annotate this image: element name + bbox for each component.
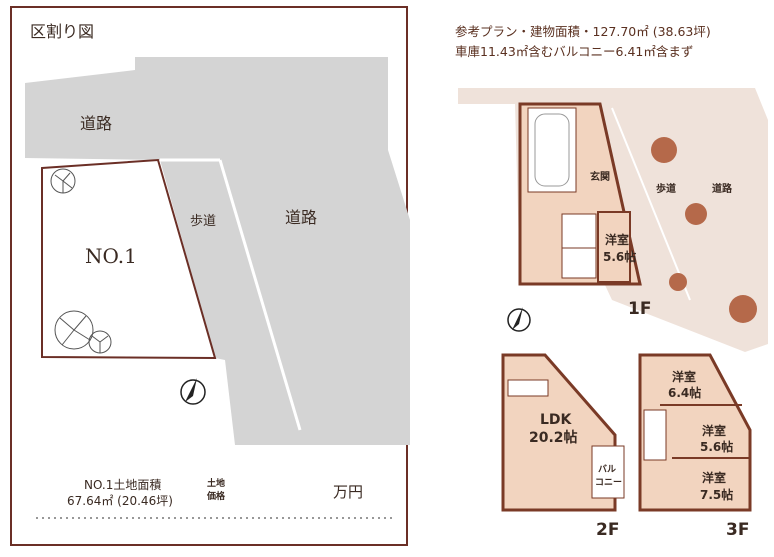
price-label-line2: 価格 xyxy=(207,492,226,502)
floor3-room-1: 洋室 xyxy=(672,370,697,384)
floor3-room-3: 洋室 xyxy=(702,471,727,485)
floor2-balcony-line1: バル xyxy=(598,465,617,475)
floor1-label: 1F xyxy=(628,299,652,319)
floor2-balcony-line2: コニー xyxy=(595,478,623,488)
floor3-room-1-size: 6.4帖 xyxy=(668,386,702,400)
floor2-room: LDK xyxy=(540,412,572,428)
floor1-sidewalk: 歩道 xyxy=(656,184,676,195)
floor2-room-size: 20.2帖 xyxy=(529,430,578,446)
floor3-room-3-size: 7.5帖 xyxy=(700,488,734,502)
floor1-entrance: 玄関 xyxy=(590,172,610,183)
road-top-label: 道路 xyxy=(80,114,113,133)
lot-name: NO.1 xyxy=(85,244,137,268)
floor1-road: 道路 xyxy=(712,184,732,195)
price-unit: 万円 xyxy=(333,483,364,501)
plan-heading-line2: 車庫11.43㎡含むバルコニー6.41㎡含まず xyxy=(455,44,694,59)
sidewalk-label: 歩道 xyxy=(190,214,217,229)
floor3-building xyxy=(638,353,752,512)
floor1-room: 洋室 xyxy=(605,233,630,247)
area-label: NO.1土地面積 xyxy=(84,478,162,492)
lot-no1-boundary xyxy=(41,158,217,360)
area-value: 67.64㎡ (20.46坪) xyxy=(67,494,173,508)
plan-heading-line1: 参考プラン・建物面積・127.70㎡ (38.63坪) xyxy=(455,24,711,39)
floor2-label: 2F xyxy=(596,520,620,540)
sidewalk-road-divider xyxy=(218,159,302,431)
road-right-label: 道路 xyxy=(285,208,318,227)
floor3-room-2-size: 5.6帖 xyxy=(700,440,734,454)
floor1-room-size: 5.6帖 xyxy=(603,250,637,264)
floor3-room-2: 洋室 xyxy=(702,424,727,438)
road-area xyxy=(25,57,410,445)
price-label-line1: 土地 xyxy=(207,479,226,489)
floor3-label: 3F xyxy=(726,520,750,540)
tree-icon xyxy=(651,137,757,323)
north-arrow-icon xyxy=(180,378,206,405)
north-arrow-icon xyxy=(507,307,531,332)
panel-title: 区割り図 xyxy=(30,22,95,41)
tree-icon xyxy=(50,168,112,354)
